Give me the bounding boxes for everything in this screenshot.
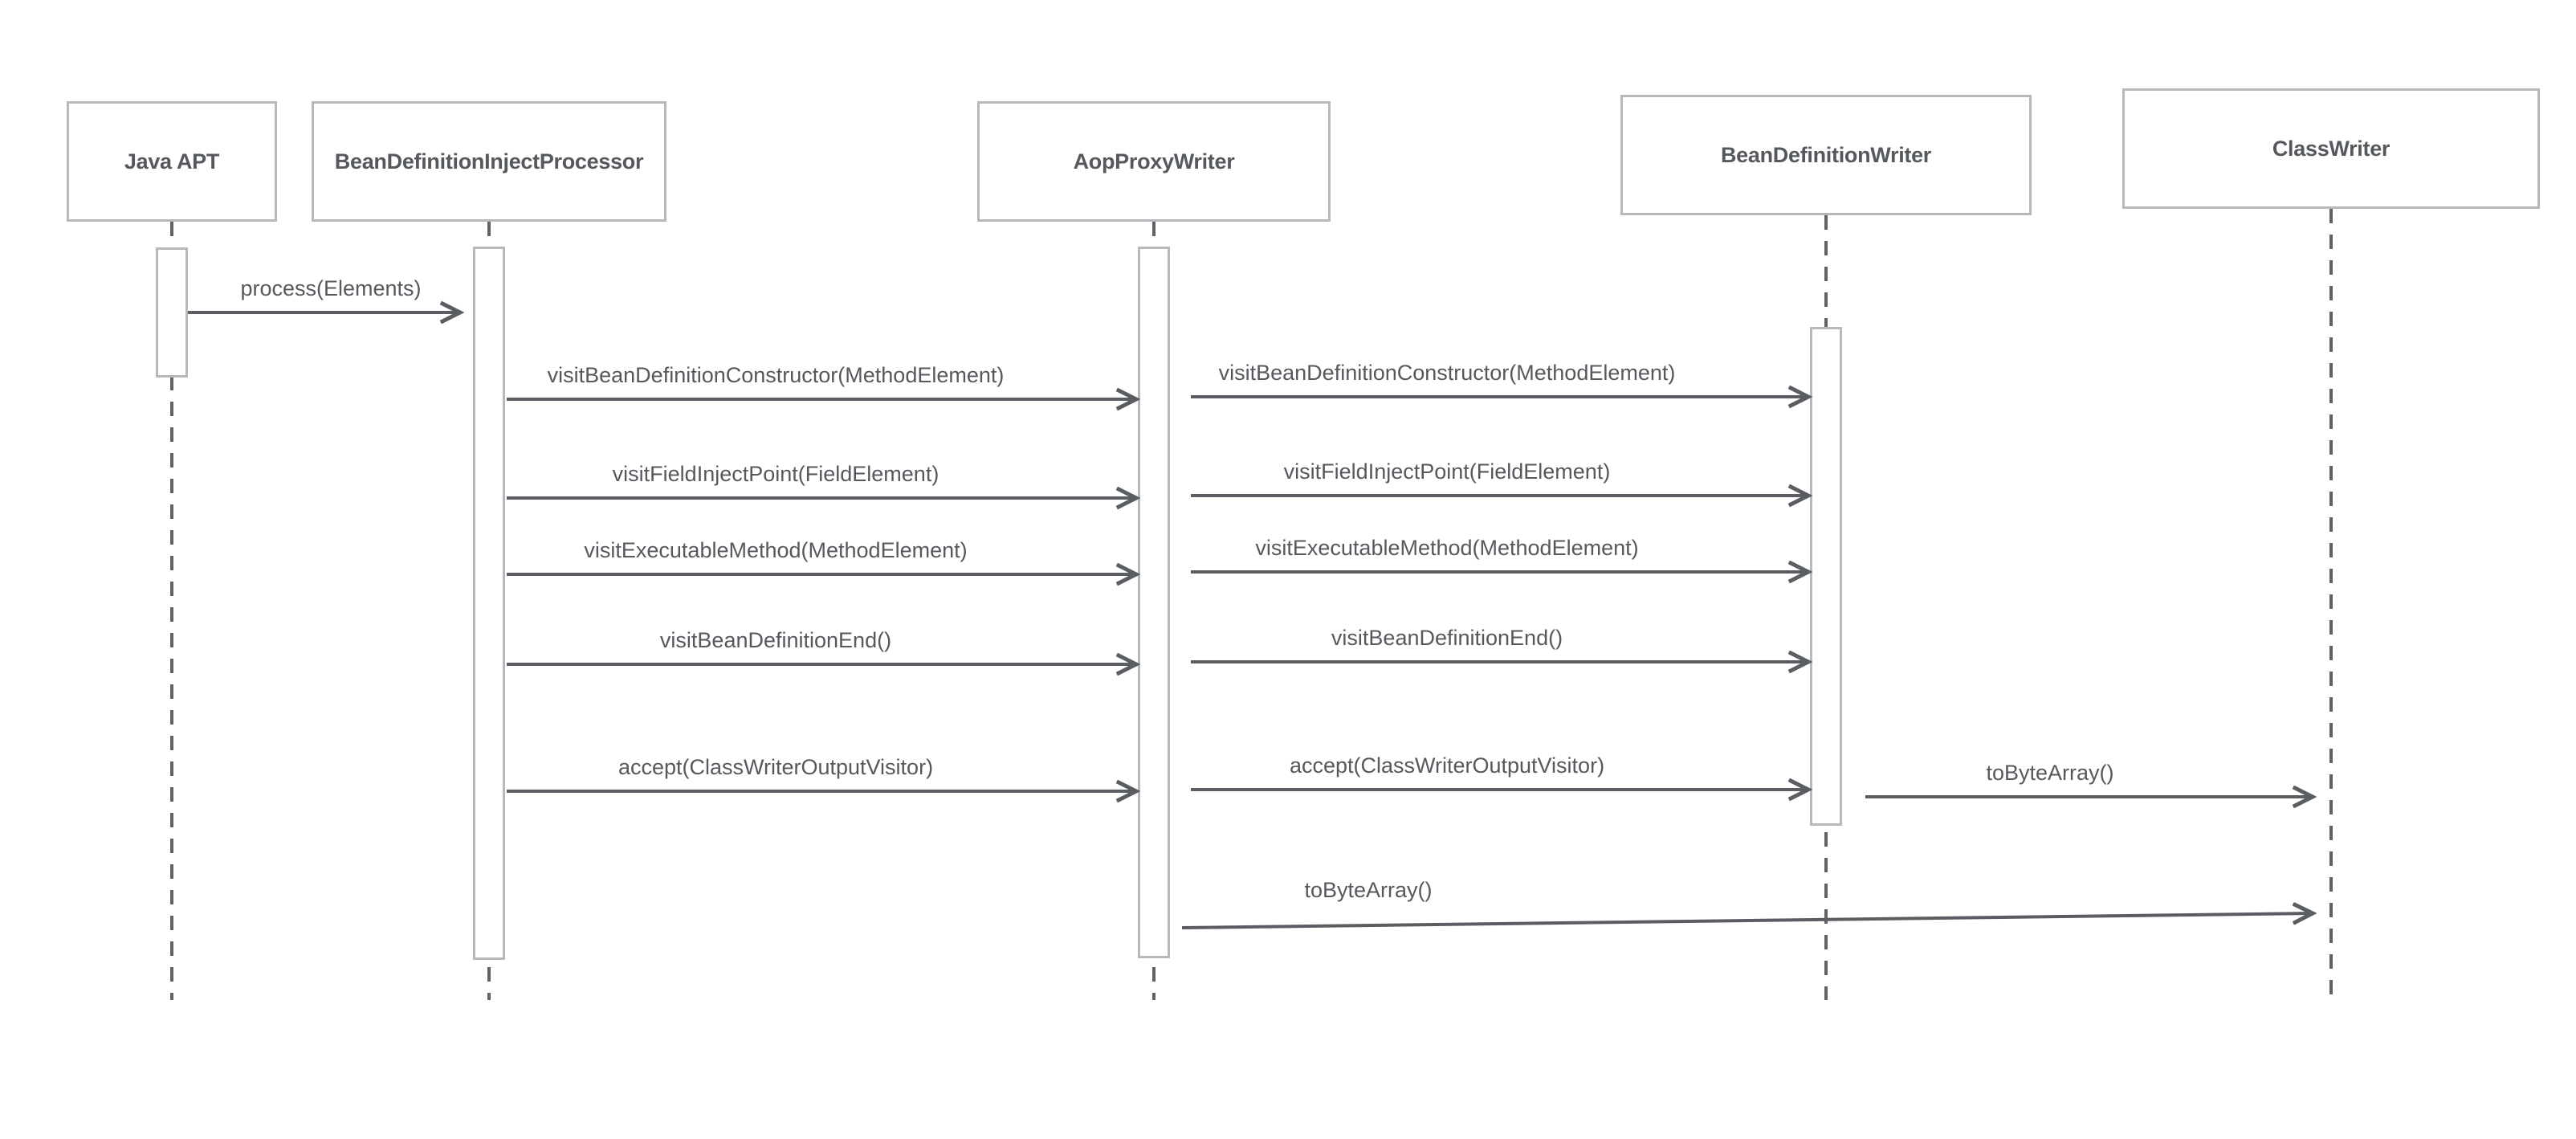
message-label-7: visitBeanDefinitionEnd() bbox=[659, 628, 892, 652]
message-label-4: visitFieldInjectPoint(FieldElement) bbox=[1283, 459, 1611, 484]
message-label-2: visitBeanDefinitionConstructor(MethodEle… bbox=[1218, 361, 1676, 385]
activation-bar-aop-proxy-writer bbox=[1138, 247, 1170, 958]
message-label-3: visitFieldInjectPoint(FieldElement) bbox=[612, 462, 940, 486]
activation-bar-bean-definition-inject-processor bbox=[473, 247, 505, 960]
message-label-12: toByteArray() bbox=[1304, 878, 1433, 902]
message-label-10: accept(ClassWriterOutputVisitor) bbox=[1289, 753, 1605, 778]
activation-bar-java-apt bbox=[156, 247, 188, 378]
lifeline-class-writer bbox=[2329, 209, 2333, 1000]
participant-box-bean-definition-writer: BeanDefinitionWriter bbox=[1620, 95, 2032, 215]
message-label-5: visitExecutableMethod(MethodElement) bbox=[584, 538, 968, 562]
participant-box-class-writer: ClassWriter bbox=[2122, 88, 2540, 209]
message-label-11: toByteArray() bbox=[1986, 761, 2114, 785]
message-label-8: visitBeanDefinitionEnd() bbox=[1331, 626, 1563, 650]
message-label-1: visitBeanDefinitionConstructor(MethodEle… bbox=[547, 363, 1005, 387]
participant-box-bean-definition-inject-processor: BeanDefinitionInjectProcessor bbox=[312, 101, 666, 222]
participant-label: BeanDefinitionWriter bbox=[1720, 142, 1932, 167]
participant-label: ClassWriter bbox=[2272, 136, 2391, 161]
participant-box-aop-proxy-writer: AopProxyWriter bbox=[977, 101, 1331, 222]
participant-box-java-apt: Java APT bbox=[67, 101, 277, 222]
participant-label: BeanDefinitionInjectProcessor bbox=[334, 149, 644, 174]
participant-label: Java APT bbox=[124, 149, 220, 174]
message-label-9: accept(ClassWriterOutputVisitor) bbox=[618, 755, 934, 779]
lifeline-java-apt bbox=[170, 222, 173, 1000]
message-label-6: visitExecutableMethod(MethodElement) bbox=[1255, 536, 1639, 560]
message-label-0: process(Elements) bbox=[240, 276, 422, 300]
participant-label: AopProxyWriter bbox=[1073, 149, 1235, 174]
